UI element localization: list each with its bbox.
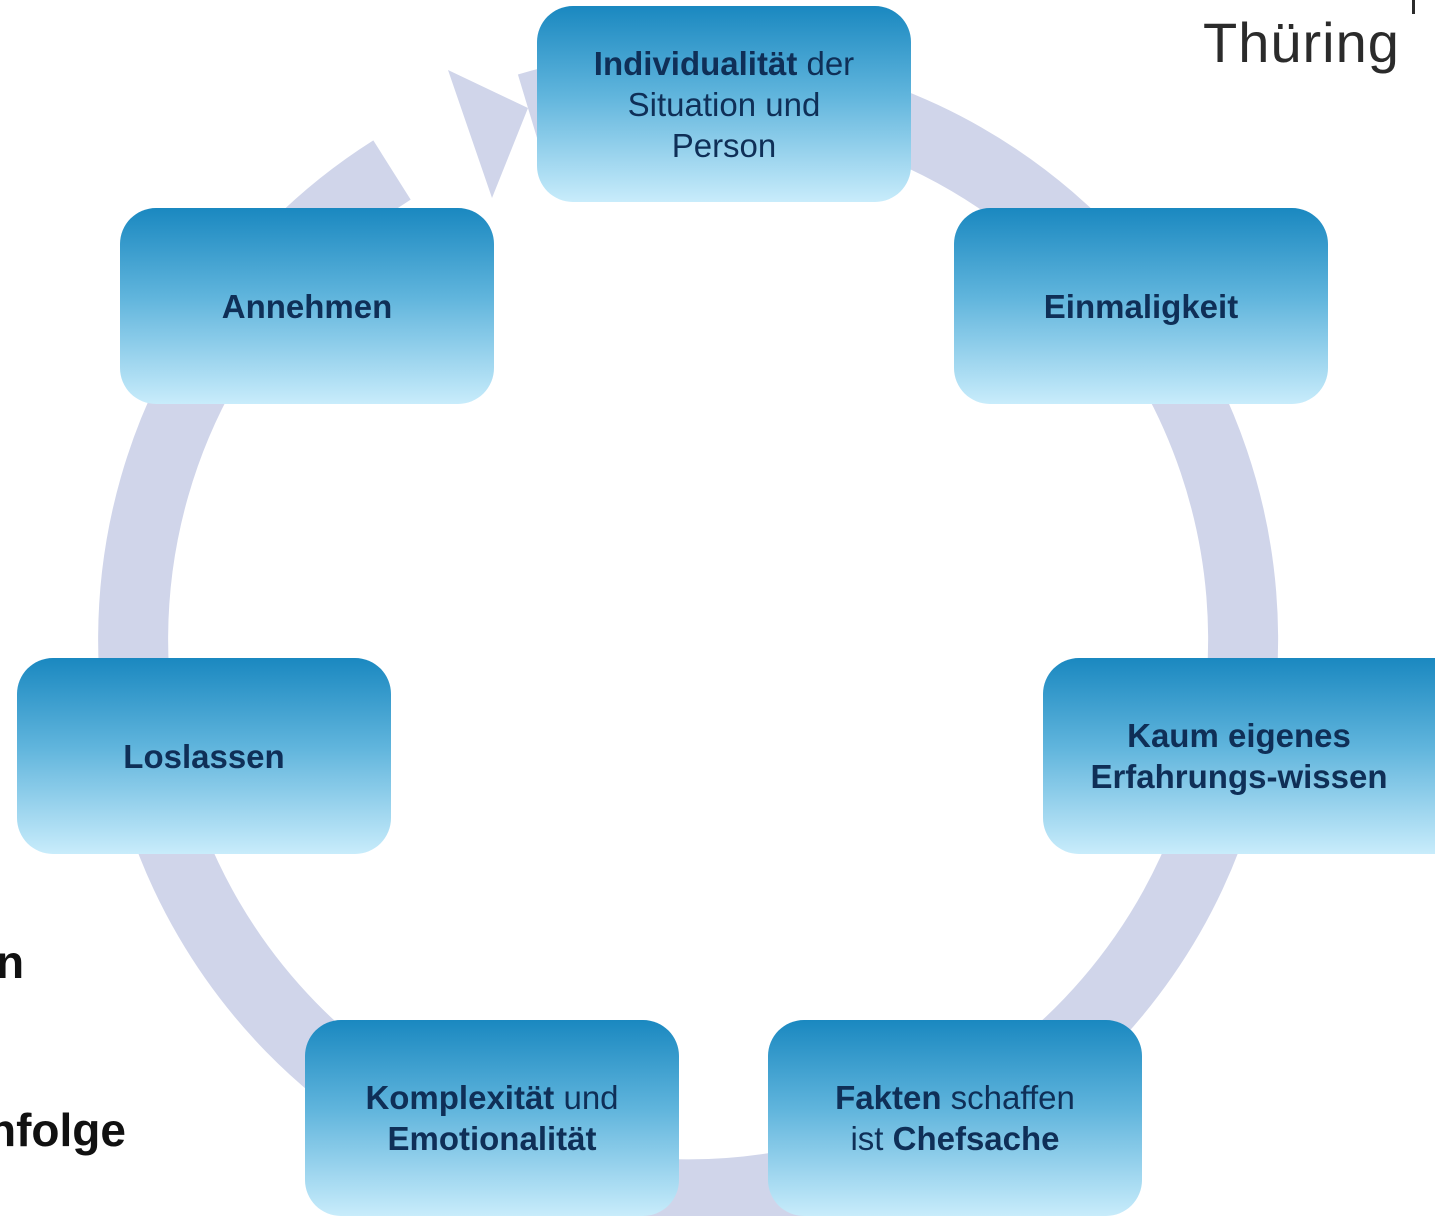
node-bold-text: Chefsache (892, 1120, 1060, 1157)
node-bold-text: Annehmen (221, 287, 393, 325)
node-bold-text: Einmaligkeit (1043, 287, 1239, 325)
node-regular-text: und (554, 1079, 619, 1116)
cycle-node-komplexitaet-emotionalitaet: Komplexität und Emotionalität (305, 1020, 679, 1216)
node-bold-text: Emotionalität (387, 1120, 597, 1157)
node-line: Fakten schaffen (835, 1077, 1075, 1118)
cycle-node-loslassen: Loslassen (17, 658, 391, 854)
logo-mark (1412, 0, 1415, 14)
node-bold-text: Loslassen (123, 737, 285, 775)
cycle-node-individualitaet: Individualität der Situation und Person (537, 6, 911, 202)
cycle-node-einmaligkeit: Einmaligkeit (954, 208, 1328, 404)
cycle-node-kaum-eigenes-erfahrungswissen: Kaum eigenes Erfahrungs-wissen (1043, 658, 1435, 854)
background-text-fragment: hfolge (0, 1104, 126, 1156)
node-regular-text: Person (671, 126, 777, 164)
logo-text: Thüring (1203, 11, 1400, 74)
node-line: Individualität der (594, 43, 854, 84)
cycle-node-annehmen: Annehmen (120, 208, 494, 404)
node-bold-text: Erfahrungs-wissen (1090, 758, 1388, 795)
node-bold-text: Individualität (593, 44, 798, 82)
node-line: Komplexität und (365, 1077, 618, 1118)
background-text-fragment: n (0, 936, 25, 988)
cycle-arrowhead (448, 70, 528, 198)
node-line: ist Chefsache (835, 1118, 1075, 1159)
node-regular-text: der (797, 44, 855, 82)
node-bold-text: Kaum eigenes (1127, 717, 1351, 754)
node-regular-text: schaffen (941, 1079, 1075, 1116)
node-regular-text: ist (850, 1120, 893, 1157)
logo: Thüring (1195, 0, 1435, 110)
cycle-node-fakten-schaffen: Fakten schaffen ist Chefsache (768, 1020, 1142, 1216)
node-bold-text: Fakten (835, 1079, 942, 1116)
node-regular-text: Situation und (627, 85, 821, 123)
node-bold-text: Komplexität (365, 1079, 555, 1116)
